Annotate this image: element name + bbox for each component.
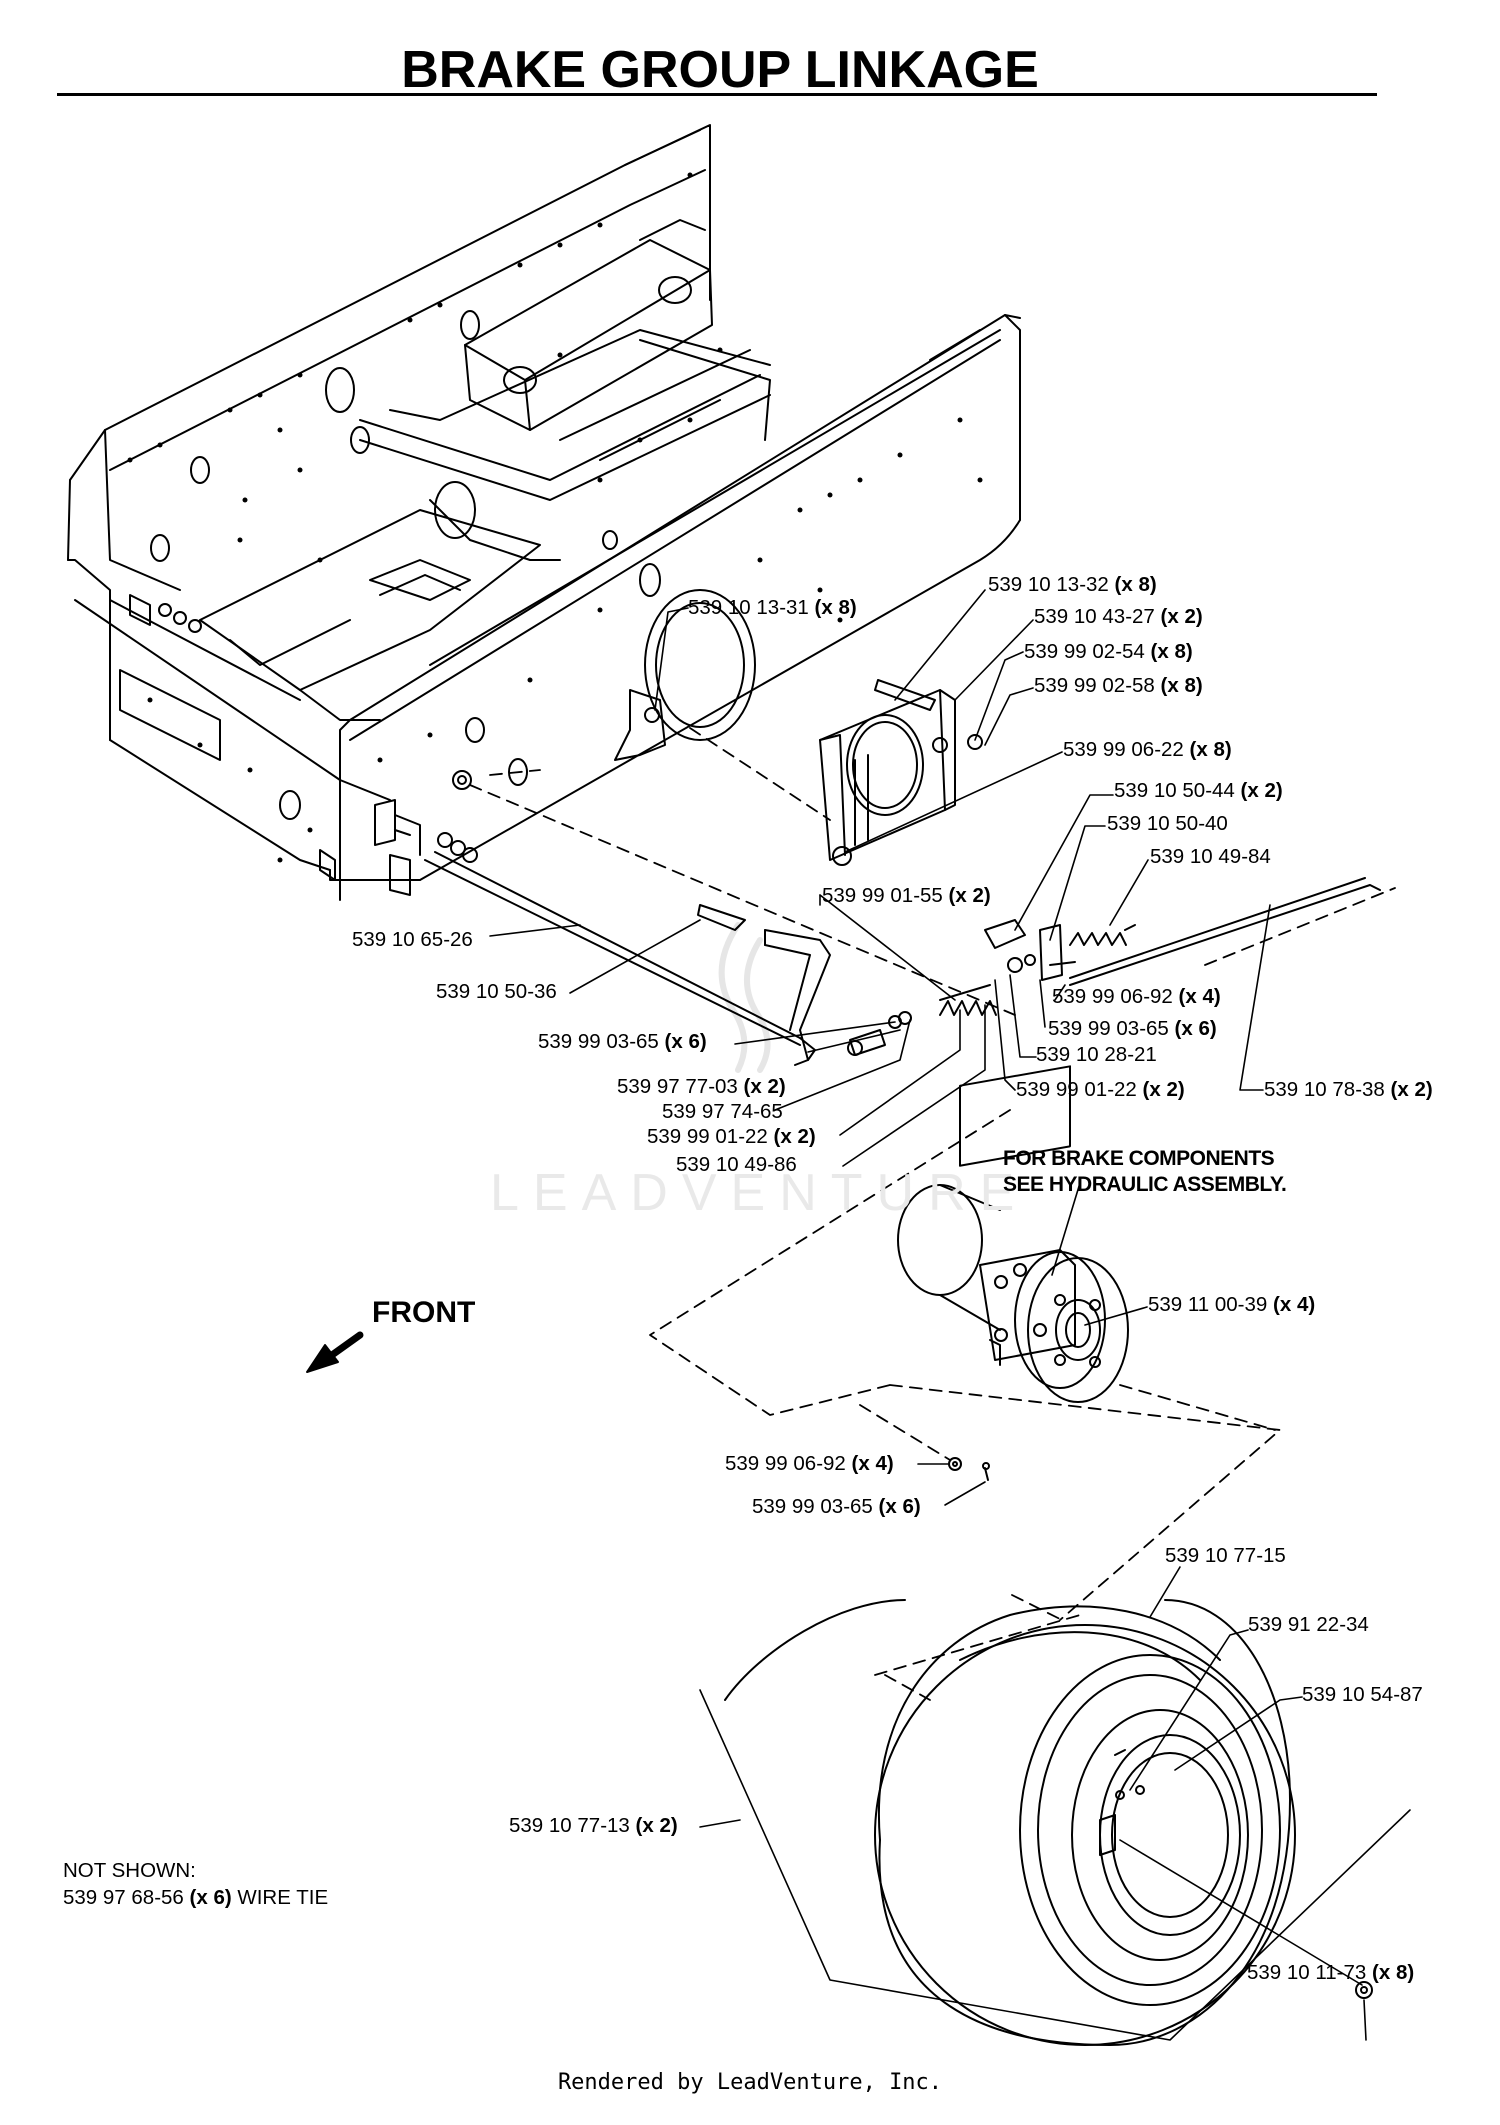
part-label: 539 10 11-73 (x 8)	[1247, 1961, 1415, 1984]
part-label: 539 10 13-31 (x 8)	[688, 596, 857, 619]
part-label: 539 97 74-65	[662, 1100, 783, 1123]
dashed-assembly-lines	[469, 727, 1396, 1701]
part-label: 539 99 01-22 (x 2)	[1016, 1078, 1185, 1101]
part-label: 539 99 03-65 (x 6)	[1048, 1017, 1217, 1040]
part-label: 539 10 78-38 (x 2)	[1264, 1078, 1433, 1101]
not-shown-item: 539 97 68-56 (x 6) WIRE TIE	[63, 1886, 329, 1909]
part-label: 539 10 49-84	[1150, 845, 1271, 868]
part-label: 539 97 77-03 (x 2)	[617, 1075, 786, 1098]
part-label: 539 99 03-65 (x 6)	[538, 1030, 707, 1053]
part-label: 539 10 50-44 (x 2)	[1114, 779, 1283, 802]
part-label: 539 99 01-55 (x 2)	[822, 884, 991, 907]
brake-note-line1: FOR BRAKE COMPONENTS	[1003, 1147, 1275, 1170]
part-label: 539 99 02-58 (x 8)	[1034, 674, 1203, 697]
part-label: 539 99 03-65 (x 6)	[752, 1495, 921, 1518]
part-label: 539 10 77-15	[1165, 1544, 1286, 1567]
leader-lines	[489, 589, 1411, 2041]
part-label: 539 10 77-13 (x 2)	[509, 1814, 678, 1837]
part-label: 539 99 06-92 (x 4)	[1052, 985, 1221, 1008]
part-label: 539 99 01-22 (x 2)	[647, 1125, 816, 1148]
part-label: 539 10 43-27 (x 2)	[1034, 605, 1203, 628]
brake-components-note: FOR BRAKE COMPONENTS SEE HYDRAULIC ASSEM…	[1003, 1146, 1287, 1198]
frame-rivets	[127, 172, 983, 863]
part-label: 539 10 28-21	[1036, 1043, 1157, 1066]
brackets-hardware	[319, 679, 983, 896]
watermark-logo	[718, 922, 771, 1073]
title-underline	[57, 93, 1377, 96]
part-label: 539 10 13-32 (x 8)	[988, 573, 1157, 596]
part-label: 539 10 49-86	[676, 1153, 797, 1176]
chassis-frame	[67, 124, 1021, 901]
part-label: 539 10 50-40	[1107, 812, 1228, 835]
part-label: 539 99 06-92 (x 4)	[725, 1452, 894, 1475]
not-shown-note: NOT SHOWN: 539 97 68-56 (x 6) WIRE TIE	[63, 1857, 328, 1911]
part-label: 539 10 50-36	[436, 980, 557, 1003]
page-title: BRAKE GROUP LINKAGE	[401, 41, 1039, 99]
part-label: 539 91 22-34	[1248, 1613, 1369, 1636]
not-shown-heading: NOT SHOWN:	[63, 1859, 196, 1882]
hydraulic-motor	[897, 1065, 1129, 1481]
part-label: 539 99 02-54 (x 8)	[1024, 640, 1193, 663]
watermark-text: LEADVENTURE	[490, 1164, 1029, 1222]
footer-credit: Rendered by LeadVenture, Inc.	[557, 2070, 943, 2095]
part-label: 539 11 00-39 (x 4)	[1148, 1293, 1316, 1316]
part-label: 539 10 65-26	[352, 928, 473, 951]
front-label: FRONT	[372, 1296, 476, 1329]
front-direction-arrow	[306, 1331, 364, 1373]
part-label: 539 99 06-22 (x 8)	[1063, 738, 1232, 761]
brake-note-line2: SEE HYDRAULIC ASSEMBLY.	[1003, 1173, 1287, 1196]
part-label: 539 10 54-87	[1302, 1683, 1423, 1706]
